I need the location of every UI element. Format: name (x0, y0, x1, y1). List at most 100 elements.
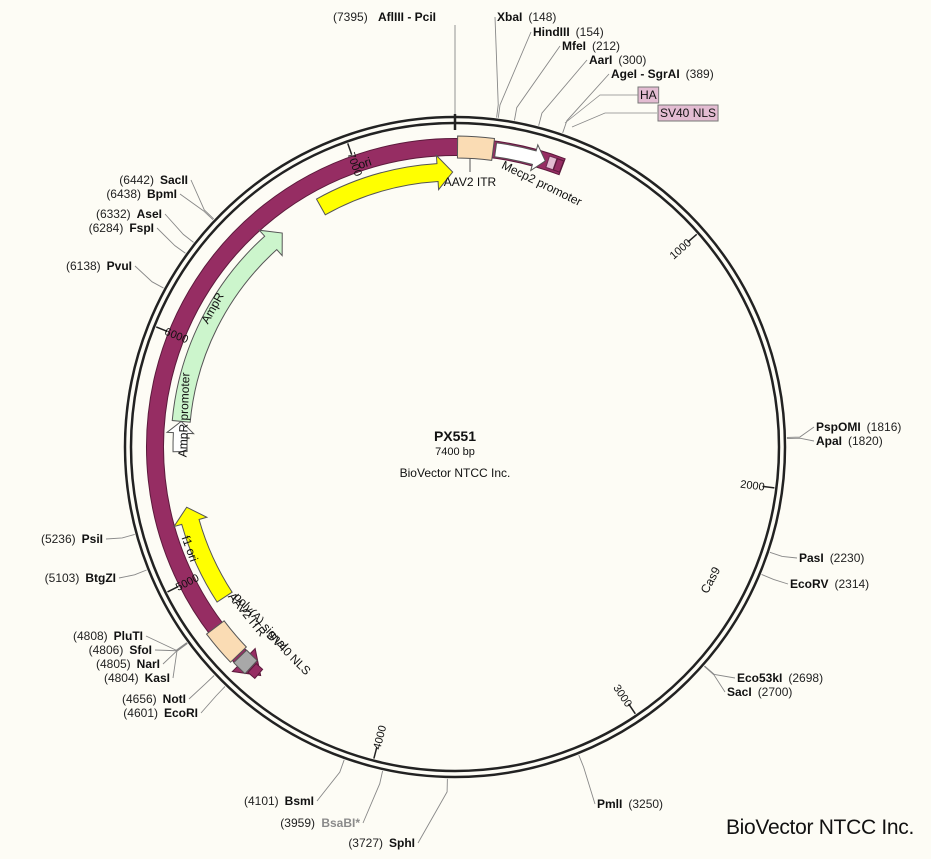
site-position: (2700) (758, 685, 793, 699)
site-enzyme-name: NarI (137, 657, 160, 671)
site-position: (7395) (333, 10, 368, 24)
site-position: (6138) (66, 259, 101, 273)
site-position: (5103) (45, 571, 80, 585)
ampr-promoter-arrow (165, 420, 195, 453)
site-enzyme-name: EcoRV (790, 577, 828, 591)
site-enzyme-name: Eco53kI (737, 671, 782, 685)
site-enzyme-name: FspI (129, 221, 154, 235)
restriction-site-btgzi: (5103)BtgZI (45, 569, 147, 585)
restriction-site-noti: (4656)NotI (122, 675, 215, 706)
restriction-site-pasi: (2230) PasI (769, 551, 865, 565)
site-position: (4601) (123, 706, 158, 720)
site-enzyme-name: SfoI (129, 643, 152, 657)
site-leader (105, 534, 135, 540)
f1-ori-feature-arrow (172, 506, 233, 603)
site-position: (148) (528, 10, 556, 24)
restriction-site-bsabi: (3959)BsaBI* (280, 770, 384, 830)
site-leader (118, 569, 147, 579)
site-enzyme-name: AgeI - SgrAI (611, 67, 680, 81)
restriction-site-bsmi: (4101)BsmI (244, 759, 345, 808)
site-position: (6438) (106, 187, 141, 201)
restriction-site-pluti: (4808)PluTI (73, 629, 188, 651)
site-leader (156, 227, 186, 254)
ampr-feature-arrow (171, 229, 283, 423)
site-position: (212) (592, 39, 620, 53)
tick-mark-3000 (627, 703, 636, 715)
site-leader (362, 770, 384, 824)
site-leader (145, 635, 188, 651)
aav2-itr-1-box (456, 135, 496, 161)
site-leader (513, 45, 561, 121)
restriction-site-psii: (5236)PsiI (41, 532, 135, 546)
site-position: (2314) (834, 577, 869, 591)
aav2-itr-2-box (205, 620, 248, 663)
ha-label: HA (640, 88, 657, 102)
site-leader (417, 778, 448, 844)
tick-mark-7000 (347, 143, 353, 155)
site-enzyme-name: ApaI (816, 434, 842, 448)
tick-mark-2000 (762, 485, 775, 489)
ori-feature-arrow (315, 154, 454, 216)
site-leader (538, 59, 588, 126)
site-leader (704, 665, 736, 679)
site-position: (154) (576, 25, 604, 39)
restriction-site-hindiii: (154) HindIII (497, 25, 604, 118)
aav2-itr-1-label: AAV2 ITR (444, 175, 497, 189)
tick-label-2000: 2000 (740, 479, 766, 494)
site-position: (2230) (830, 551, 865, 565)
site-enzyme-name: PspOMI (816, 420, 861, 434)
site-layer: (7395) AflIII - PciI (148)XbaI (154) HindIII… (41, 10, 901, 850)
site-enzyme-name: HindIII (533, 25, 570, 39)
site-enzyme-name: PmlI (597, 797, 622, 811)
site-enzyme-name: PvuI (107, 259, 132, 273)
sv40-nls-1-label: SV40 NLS (660, 106, 716, 120)
plasmid-company: BioVector NTCC Inc. (400, 466, 511, 480)
restriction-site-apai: (1820) ApaI (786, 434, 883, 448)
restriction-site-sacii: (6442)SacII (119, 173, 215, 220)
sv40-nls-1-box (552, 158, 565, 173)
site-enzyme-name: PasI (799, 551, 824, 565)
site-position: (1816) (867, 420, 902, 434)
site-leader (786, 437, 815, 442)
site-enzyme-name: BpmI (147, 187, 177, 201)
site-enzyme-name: AflIII - PciI (378, 10, 436, 24)
restriction-site-bpmi: (6438) BpmI (106, 187, 214, 221)
restriction-site-mfei: (212)MfeI (513, 39, 620, 121)
site-position: (300) (618, 53, 646, 67)
site-leader (190, 179, 215, 220)
plasmid-name: PX551 (434, 428, 476, 444)
site-position: (6442) (119, 173, 154, 187)
site-position: (4808) (73, 629, 108, 643)
restriction-site-pvui: (6138) PvuI (66, 259, 164, 289)
restriction-site-sphi: (3727)SphI (348, 778, 448, 850)
site-leader (188, 675, 215, 700)
site-position: (6332) (96, 207, 131, 221)
site-position: (1820) (848, 434, 883, 448)
cas9-label: Cas9 (698, 564, 724, 596)
site-leader (562, 73, 610, 134)
site-enzyme-name: NotI (163, 692, 186, 706)
restriction-site-xbai: (148)XbaI (494, 10, 556, 118)
site-enzyme-name: AseI (137, 207, 162, 221)
site-enzyme-name: AarI (589, 53, 612, 67)
restriction-site-aari: (300) AarI (538, 53, 646, 126)
site-enzyme-name: KasI (145, 671, 170, 685)
site-position: (2698) (788, 671, 823, 685)
site-leader (578, 754, 596, 805)
site-leader (769, 551, 798, 559)
ori-label: ori (356, 154, 373, 172)
restriction-site-pmli: (3250)PmlI (578, 754, 663, 811)
site-enzyme-name: PsiI (82, 532, 103, 546)
restriction-site-saci: (2700)SacI (703, 666, 793, 699)
restriction-site-fspi: (6284)FspI (89, 221, 186, 254)
site-leader (761, 574, 789, 585)
site-leader (786, 426, 815, 438)
site-position: (4806) (89, 643, 124, 657)
site-leader (200, 686, 226, 714)
sv40-nls-2-label: SV40 NLS (264, 628, 314, 678)
restriction-site-ecori: (4601)EcoRI (123, 686, 226, 720)
site-leader (497, 31, 532, 118)
site-leader (494, 16, 499, 118)
